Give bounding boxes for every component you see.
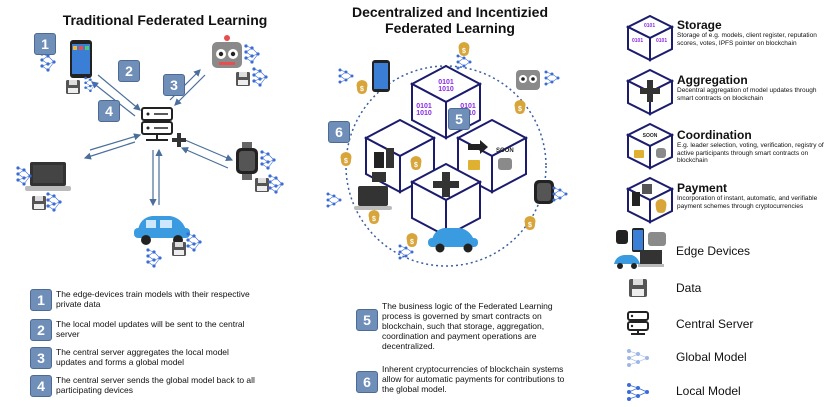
server-icon (627, 311, 649, 335)
aggregation-title: Aggregation (677, 73, 748, 87)
laptop-device-icon (25, 162, 71, 191)
decentralized-fl-title: Decentralized and Incentizied Federated … (345, 4, 555, 36)
step-4-text: The central server sends the global mode… (56, 375, 255, 395)
svg-text:1010: 1010 (438, 86, 454, 93)
badge-3: 3 (163, 74, 185, 96)
payment-desc: Incorporation of instant, automatic, and… (677, 195, 818, 210)
coordination-cube-icon: SOON (626, 122, 674, 170)
storage-desc: Storage of e.g. models, client register,… (677, 32, 817, 47)
svg-text:1010: 1010 (416, 110, 432, 117)
soon-label: SOON (643, 133, 658, 139)
aggregation-cube-icon (626, 68, 674, 116)
payment-cube-icon (626, 176, 674, 224)
storage-cube-icon: 0101 0101 0101 (626, 14, 674, 62)
legend-global-model-label: Global Model (676, 350, 747, 364)
server-icon (141, 107, 186, 147)
step-5-text: The business logic of the Federated Lear… (382, 301, 553, 351)
aggregation-desc: Decentral aggregation of model updates t… (677, 87, 817, 102)
step-1-text: The edge-devices train models with their… (56, 289, 250, 309)
watch-device-icon (236, 142, 258, 180)
legend-central-server-label: Central Server (676, 317, 754, 331)
decentralized-title-line1: Decentralized and Incentizied (351, 4, 549, 20)
decentralized-title-line2: Federated Learning (385, 20, 515, 36)
global-model-icon (627, 349, 649, 367)
badge-1: 1 (34, 33, 56, 55)
legend-edge-devices-label: Edge Devices (676, 244, 751, 258)
legend-data-label: Data (676, 281, 702, 295)
center-laptop-icon (354, 186, 392, 210)
coordination-desc: E.g. leader selection, voting, verificat… (677, 142, 824, 164)
step-6-badge: 6 (356, 371, 378, 393)
badge-2: 2 (118, 60, 140, 82)
svg-text:0101: 0101 (656, 38, 667, 44)
badge-4: 4 (98, 100, 120, 122)
edge-devices-icon (614, 228, 666, 269)
payment-title: Payment (677, 181, 728, 195)
phone-device-icon (70, 40, 92, 78)
legend-local-model-label: Local Model (676, 384, 741, 398)
legend-payment: Payment Incorporation of instant, automa… (677, 181, 827, 210)
step-2-badge: 2 (30, 319, 52, 341)
step-6-text: Inherent cryptocurrencies of blockchain … (382, 364, 565, 394)
robot-device-icon (212, 35, 242, 68)
step-1-badge: 1 (30, 289, 52, 311)
legend-aggregation: Aggregation Decentral aggregation of mod… (677, 73, 827, 102)
traditional-fl-diagram (15, 35, 285, 269)
badge-6: 6 (328, 121, 350, 143)
step-3-text: The central server aggregates the local … (56, 347, 229, 367)
step-4-badge: 4 (30, 375, 52, 397)
svg-text:0101: 0101 (438, 79, 454, 86)
step-3-badge: 3 (30, 347, 52, 369)
svg-text:0101: 0101 (416, 103, 432, 110)
svg-text:0101: 0101 (644, 23, 655, 29)
car-device-icon (134, 216, 190, 245)
floppy-disk-icon (629, 279, 647, 297)
badge-5: 5 (448, 108, 470, 130)
legend-storage: Storage Storage of e.g. models, client r… (677, 18, 827, 47)
traditional-fl-title: Traditional Federated Learning (62, 12, 268, 28)
svg-text:0101: 0101 (460, 103, 476, 110)
legend-coordination: Coordination E.g. leader selection, voti… (677, 128, 827, 165)
step-5-badge: 5 (356, 309, 378, 331)
coordination-title: Coordination (677, 128, 752, 142)
center-watch-icon (534, 180, 554, 204)
svg-text:0101: 0101 (632, 38, 643, 44)
center-robot-icon (516, 70, 540, 90)
local-model-icon (627, 383, 649, 401)
center-car-icon (428, 228, 478, 253)
center-phone-icon (372, 60, 390, 92)
storage-title: Storage (677, 18, 722, 32)
svg-text:SOON: SOON (496, 148, 514, 154)
step-2-text: The local model updates will be sent to … (56, 319, 245, 339)
